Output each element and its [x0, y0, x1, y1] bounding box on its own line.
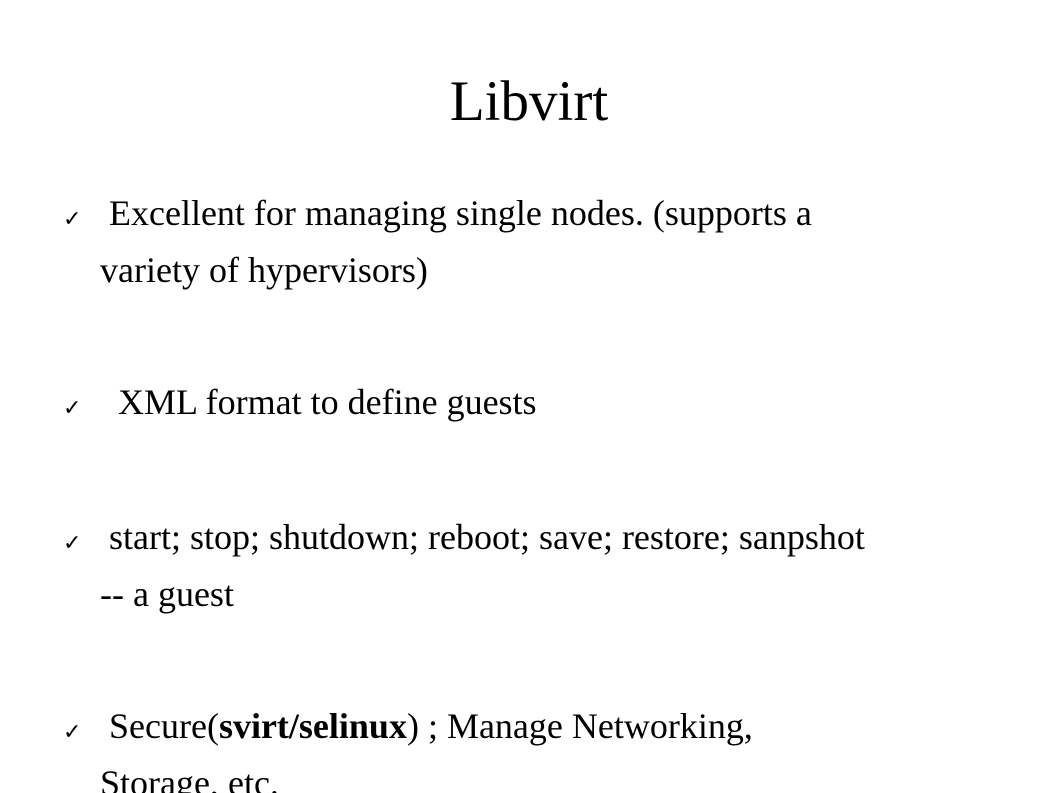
bullet-line: -- a guest — [100, 574, 234, 614]
bullet-prefix: Secure( — [100, 706, 219, 746]
check-mark-icon: ✓ — [63, 207, 82, 232]
bullet-line: XML format to define guests — [100, 382, 537, 422]
bullet-line: Storage, etc. — [100, 763, 279, 793]
bullet-line: Excellent for managing single nodes. (su… — [100, 193, 812, 233]
bullet-text: Excellent for managing single nodes. (su… — [100, 185, 1000, 299]
check-mark-icon: ✓ — [63, 720, 82, 745]
slide-title: Libvirt — [449, 70, 609, 133]
check-mark-icon: ✓ — [63, 396, 82, 421]
bullet-text: Secure(svirt/selinux) ; Manage Networkin… — [100, 698, 1000, 793]
bullet-text: XML format to define guests — [100, 374, 1000, 431]
bullet-line: start; stop; shutdown; reboot; save; res… — [100, 517, 865, 557]
bullet-line: variety of hypervisors) — [100, 250, 428, 290]
bullet-bold-term: svirt/selinux — [218, 706, 407, 746]
bullet-suffix: ) ; Manage Networking, — [406, 706, 753, 746]
check-mark-icon: ✓ — [63, 531, 82, 556]
bullet-text: start; stop; shutdown; reboot; save; res… — [100, 509, 1000, 623]
